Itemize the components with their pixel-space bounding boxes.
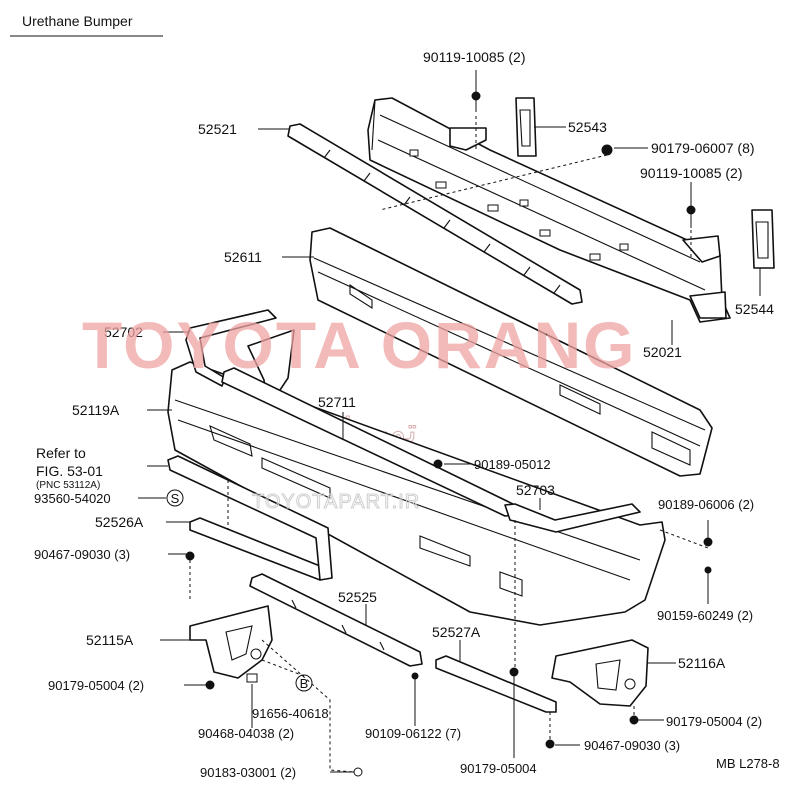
label-52544: 52544	[735, 301, 774, 317]
label-52702: 52702	[104, 324, 143, 340]
bolt-icon-90467-left	[185, 551, 195, 561]
clip-icon-90189-06006	[703, 537, 713, 547]
label-90159-60249: 90159-60249 (2)	[657, 608, 753, 623]
svg-text:S: S	[171, 491, 180, 506]
label-91656-40618: 91656-40618	[252, 706, 329, 721]
label-52611: 52611	[224, 249, 262, 265]
diagram-code: MB L278-8	[716, 756, 780, 771]
bolt-icon-top	[471, 91, 481, 112]
refer-line1: Refer to	[36, 445, 86, 461]
bumper-cover-52119A	[167, 361, 666, 626]
label-52021: 52021	[643, 344, 682, 360]
bolt-icon-90109-06122	[411, 672, 419, 696]
label-90467-09030-left: 90467-09030 (3)	[34, 547, 130, 562]
watermark-main: TOYOTA ORANG	[82, 308, 636, 382]
spoiler-52525	[249, 573, 423, 667]
label-90119-10085-right: 90119-10085 (2)	[640, 165, 742, 181]
label-90179-06007: 90179-06007 (8)	[651, 140, 755, 156]
circle-s-marker: S	[166, 489, 184, 507]
label-90468-04038: 90468-04038 (2)	[198, 726, 294, 741]
label-52526A: 52526A	[95, 514, 144, 530]
watermark-url: TOYOTAPART.IR	[252, 491, 420, 513]
diagram-title: Urethane Bumper	[22, 13, 133, 29]
guide-nut-reinforcement	[379, 154, 608, 211]
label-90179-05004-bottom: 90179-05004	[460, 761, 537, 776]
screw-icon-90159-60249	[704, 566, 712, 590]
bolt-icon-90467-right	[545, 739, 555, 749]
label-90179-05004-left: 90179-05004 (2)	[48, 678, 144, 693]
label-90119-10085-top: 90119-10085 (2)	[423, 49, 525, 65]
clip-icon-90183-03001	[353, 767, 363, 777]
nut-icon-90179-06007	[601, 144, 613, 156]
label-93560-54020: 93560-54020	[34, 491, 111, 506]
label-52116A: 52116A	[678, 655, 726, 671]
guide-b-marker	[261, 659, 305, 677]
side-bracket-52116A	[551, 639, 649, 707]
label-90467-09030-right: 90467-09030 (3)	[584, 738, 680, 753]
label-90189-05012: 90189-05012	[474, 457, 551, 472]
label-52119A: 52119A	[72, 402, 120, 418]
clip-icon-90179-05004-right	[629, 715, 639, 725]
refer-line3: (PNC 53112A)	[36, 480, 100, 491]
side-bracket-52115A	[189, 605, 273, 679]
label-52525: 52525	[338, 589, 377, 605]
bolt-icon-right	[686, 205, 696, 228]
lower-strip-under-cover	[167, 455, 333, 581]
moulding-52703	[504, 503, 641, 533]
clip-icon-90179-05004-left	[205, 680, 215, 690]
circle-b-marker: B	[295, 674, 313, 692]
clip-icon-90179-05004-center	[509, 667, 519, 677]
label-90109-06122: 90109-06122 (7)	[365, 726, 461, 741]
spoiler-52527A	[435, 655, 557, 713]
label-52711: 52711	[318, 394, 356, 410]
clip-icon-90468-04038	[246, 673, 258, 683]
label-52115A: 52115A	[86, 632, 134, 648]
label-52521: 52521	[198, 121, 237, 137]
bracket-plate-52544	[751, 209, 775, 269]
label-90189-06006: 90189-06006 (2)	[658, 497, 754, 512]
guide-clip-right	[659, 529, 709, 549]
bumper-reinforcement-52021	[367, 97, 731, 323]
bumper-retainer-52521	[287, 123, 583, 305]
svg-text:B: B	[300, 676, 309, 691]
moulding-52702	[185, 309, 295, 397]
label-52543: 52543	[568, 119, 607, 135]
energy-absorber-52611	[309, 227, 713, 477]
label-52527A: 52527A	[432, 624, 481, 640]
refer-line2: FIG. 53-01	[36, 463, 103, 479]
label-90179-05004-right: 90179-05004 (2)	[666, 714, 762, 729]
label-52703: 52703	[516, 482, 555, 498]
clip-icon-90189-05012	[433, 459, 443, 469]
label-90183-03001: 90183-03001 (2)	[200, 765, 296, 780]
bracket-plate-52543	[515, 97, 537, 157]
